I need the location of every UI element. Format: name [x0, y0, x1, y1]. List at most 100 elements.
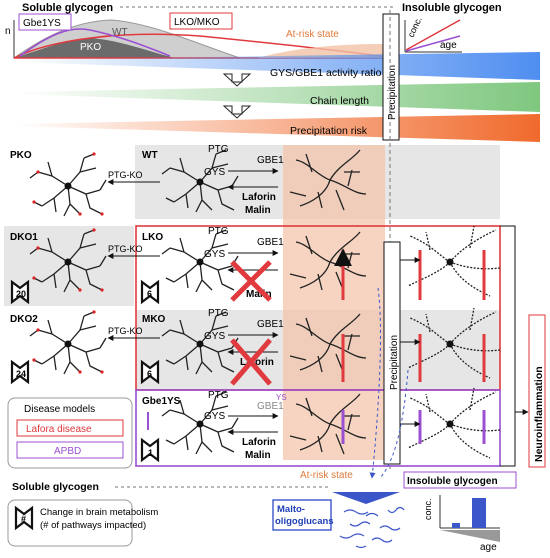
soluble-label-bottom: Soluble glycogen: [12, 481, 99, 493]
apbd-box: [135, 389, 501, 467]
malto-label-1: Malto-: [277, 504, 305, 515]
age-wedge-bottom: [440, 530, 500, 542]
gbe1ys-laforin: Laforin: [242, 437, 276, 448]
precipitation-bar-mid: [383, 241, 401, 465]
mko-gys: GYS: [204, 331, 225, 342]
activity-ratio-label: GYS/GBE1 activity ratio: [270, 67, 382, 79]
mko-ptg: PTG: [208, 308, 229, 319]
pko-ptgko-label: PTG-KO: [108, 170, 143, 180]
n-axis-label: n: [5, 26, 11, 37]
wt-row-label: WT: [142, 150, 158, 161]
lko-mko-tag: [169, 12, 233, 30]
insoluble-label-bottom: Insoluble glycogen: [407, 476, 498, 487]
malto-squiggles: [339, 506, 405, 549]
wt-ptg: PTG: [208, 144, 229, 155]
conc-label-bottom: conc.: [423, 498, 433, 520]
wt-gys: GYS: [204, 167, 225, 178]
precipitation-label-mid: Precipitation: [389, 335, 400, 390]
legend-title: Disease models: [24, 404, 95, 415]
gbe1ys-distribution: [19, 28, 171, 57]
wt-laforin: Laforin: [242, 192, 276, 203]
dko2-molecule: [30, 310, 106, 374]
soluble-title: Soluble glycogen: [22, 2, 113, 14]
gbe1ys-tag: [18, 13, 72, 31]
lko-row-label: LKO: [142, 232, 163, 243]
lko-molecule: [161, 229, 239, 293]
dko1-row-label: DKO1: [10, 232, 38, 243]
legend-lafora-label: Lafora disease: [26, 424, 92, 435]
neuro-bracket: [500, 225, 516, 467]
precipitation-risk-label: Precipitation risk: [290, 125, 368, 137]
metabolism-text-1: Change in brain metabolism: [40, 507, 158, 518]
lko-ptg: PTG: [208, 226, 229, 237]
dko2-ptgko-label: PTG-KO: [108, 326, 143, 336]
bar-large: [472, 498, 486, 528]
lko-mko-insoluble-line: [405, 19, 461, 51]
malto-label-2: oligoglucans: [275, 516, 334, 527]
gbe1ys-insoluble-line: [405, 35, 461, 52]
down-arrow-2: [222, 105, 252, 119]
gbe1ys-badge: 1: [148, 448, 153, 458]
conc-label-top: conc.: [406, 15, 424, 39]
malto-funnel: [332, 492, 400, 504]
legend-apbd-label: APBD: [54, 446, 81, 457]
mko-badge: 6: [147, 369, 152, 379]
mko-gbe1: GBE1: [257, 319, 284, 330]
lko-laforin-cross: [230, 260, 272, 302]
wt-gbe1: GBE1: [257, 155, 284, 166]
age-label-bottom: age: [480, 542, 497, 553]
mko-malin-cross: [230, 338, 272, 386]
metabolism-text-2: (# of pathways impacted): [40, 520, 146, 531]
malto-box: [272, 499, 332, 531]
chain-length-wedge: [14, 82, 540, 112]
pko-row-label: PKO: [10, 150, 32, 161]
bar-small: [452, 523, 460, 528]
lko-gbe1: GBE1: [257, 237, 284, 248]
pko-label: PKO: [80, 42, 101, 53]
at-risk-column: [283, 145, 385, 460]
activity-ratio-wedge: [14, 52, 540, 80]
precipitation-label-top: Precipitation: [387, 65, 398, 120]
blue-dashed-1: [369, 287, 381, 479]
gbe1ys-gbe1: GBE1: [257, 401, 284, 412]
at-risk-label-bottom: At-risk state: [300, 470, 353, 481]
legend-apbd-swatch: [16, 441, 124, 459]
at-risk-label-top: At-risk state: [286, 29, 339, 40]
metabolism-legend-box: [7, 499, 133, 547]
lko-insoluble-molecule: [407, 225, 501, 297]
insoluble-tag-bottom: [403, 471, 517, 489]
lko-malin: Malin: [246, 289, 272, 300]
gbe1ys-ptg: PTG: [208, 390, 229, 401]
at-risk-region-top: [258, 44, 384, 58]
neuro-box: [528, 314, 546, 468]
precipitation-risk-wedge: [14, 114, 540, 142]
down-arrow-1: [222, 73, 252, 87]
metabolism-badge-symbol: #: [21, 514, 26, 524]
dko2-badge: 24: [16, 369, 26, 379]
lko-gys: GYS: [204, 249, 225, 260]
age-label-top: age: [440, 40, 457, 51]
lko-badge: 6: [147, 289, 152, 299]
gbe1ys-ys: YS: [276, 393, 287, 402]
wt-malin: Malin: [245, 205, 271, 216]
dko1-badge: 20: [16, 289, 26, 299]
pko-molecule: [30, 152, 106, 216]
blue-dashed-2: [379, 369, 409, 479]
gbe1ys-gys: GYS: [204, 411, 225, 422]
lko-mko-tag-label: LKO/MKO: [174, 17, 220, 28]
precipitation-bar-top: [382, 13, 400, 141]
chain-length-label: Chain length: [310, 95, 369, 107]
mko-row-label: MKO: [142, 314, 166, 325]
legend-lafora-swatch: [16, 419, 124, 437]
wt-label: WT: [112, 27, 128, 38]
mko-laforin: Laforin: [240, 357, 274, 368]
neuro-label: Neuroinflammation: [533, 366, 545, 462]
dko2-row-label: DKO2: [10, 314, 38, 325]
gbe1ys-malin: Malin: [245, 450, 271, 461]
gbe1ys-tag-label: Gbe1YS: [23, 18, 61, 29]
dko1-ptgko-label: PTG-KO: [108, 244, 143, 254]
gbe1ys-row-label: Gbe1YS: [142, 396, 181, 407]
insoluble-title: Insoluble glycogen: [402, 2, 502, 14]
